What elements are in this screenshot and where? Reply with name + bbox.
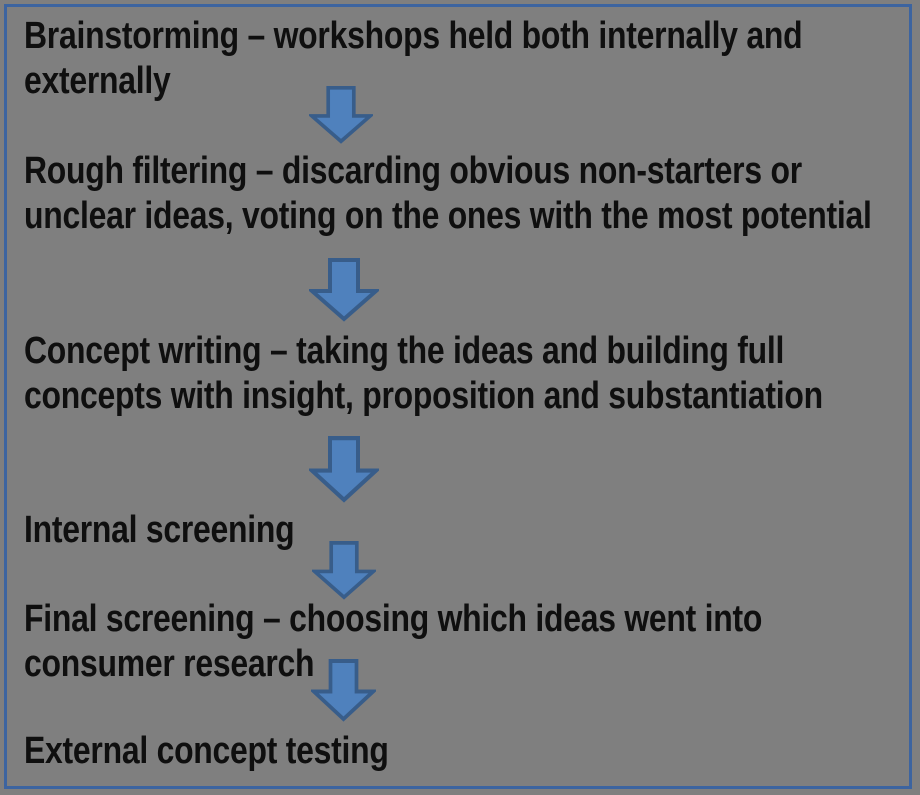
- step-rough-filtering-line-1: Rough filtering – discarding obvious non…: [24, 150, 802, 192]
- step-final-screening-line-2: consumer research: [24, 643, 315, 685]
- step-final-screening-line-1: Final screening – choosing which ideas w…: [24, 598, 763, 640]
- step-concept-writing-line-2: concepts with insight, proposition and s…: [24, 375, 823, 417]
- down-arrow-icon: [311, 659, 376, 722]
- down-arrow-icon: [309, 86, 373, 144]
- step-internal-screening-line-1: Internal screening: [24, 509, 295, 551]
- step-brainstorming-line-1: Brainstorming – workshops held both inte…: [24, 15, 803, 57]
- step-brainstorming-line-2: externally: [24, 60, 171, 102]
- down-arrow-icon: [312, 541, 376, 600]
- step-concept-writing-line-1: Concept writing – taking the ideas and b…: [24, 330, 785, 372]
- down-arrow-icon: [309, 258, 379, 322]
- down-arrow-icon: [309, 436, 379, 503]
- step-rough-filtering-line-2: unclear ideas, voting on the ones with t…: [24, 195, 872, 237]
- step-external-concept-testing-line-1: External concept testing: [24, 730, 389, 772]
